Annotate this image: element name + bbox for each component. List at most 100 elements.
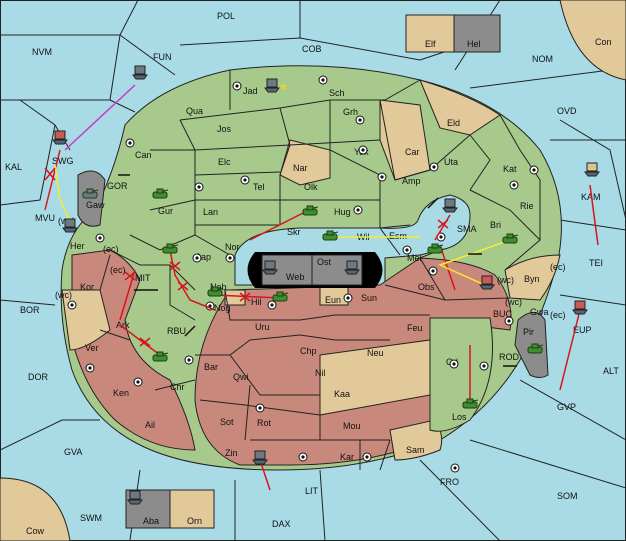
label-Olk: Olk — [304, 182, 318, 192]
supply-center-dot — [358, 118, 362, 122]
label-Eld: Eld — [447, 118, 460, 128]
fleet-piece-Ost[interactable] — [344, 260, 360, 275]
label-Ver: Ver — [85, 343, 99, 353]
army-piece-Hug[interactable] — [302, 205, 319, 216]
label-LIT: LIT — [305, 486, 319, 496]
army-piece-Hil[interactable] — [272, 291, 289, 302]
label-Cow: Cow — [26, 526, 45, 536]
fleet-piece-Jad[interactable] — [264, 78, 280, 93]
fleet-piece-SMA[interactable] — [442, 198, 458, 213]
label-Sun: Sun — [361, 293, 377, 303]
label-coast-ec-Her: (ec) — [103, 244, 119, 254]
fleet-piece-KAM[interactable] — [584, 162, 600, 177]
label-ALT: ALT — [603, 366, 619, 376]
label-TEI: TEI — [589, 258, 603, 268]
label-Ail: Ail — [145, 420, 155, 430]
fleet-piece-Zin[interactable] — [252, 450, 268, 465]
label-Gaw: Gaw — [86, 200, 105, 210]
label-Kat: Kat — [503, 164, 517, 174]
label-Bri: Bri — [490, 220, 501, 230]
label-Kor: Kor — [80, 282, 94, 292]
label-Jos: Jos — [217, 124, 232, 134]
supply-center-dot — [507, 319, 511, 323]
label-DOR: DOR — [28, 372, 49, 382]
supply-center-dot — [365, 455, 369, 459]
label-Zin: Zin — [225, 448, 238, 458]
label-Sch: Sch — [329, 88, 345, 98]
army-piece-Pir[interactable] — [527, 343, 544, 354]
army-piece-Wil[interactable] — [322, 230, 339, 241]
fleet-piece-FUN[interactable] — [132, 65, 148, 80]
army-piece-Los[interactable] — [462, 398, 479, 409]
army-piece-Bri[interactable] — [502, 233, 519, 244]
label-Her: Her — [70, 241, 85, 251]
support-arrow — [54, 164, 73, 226]
label-Bar: Bar — [204, 362, 218, 372]
supply-center-dot — [208, 304, 212, 308]
label-Esm: Esm — [389, 231, 407, 241]
label-POL: POL — [217, 11, 235, 21]
army-piece-Gaw[interactable] — [82, 188, 99, 199]
label-Feu: Feu — [407, 323, 423, 333]
label-Grh: Grh — [343, 107, 358, 117]
support-arrow — [437, 239, 511, 286]
supply-center-dot — [228, 256, 232, 260]
label-Eun: Eun — [325, 295, 341, 305]
label-coast-wc-Gwa: (wc) — [505, 297, 522, 307]
label-Rot: Rot — [257, 418, 272, 428]
label-FUN: FUN — [153, 52, 172, 62]
label-Aba: Aba — [143, 516, 159, 526]
label-EUP: EUP — [573, 325, 592, 335]
label-Ost: Ost — [317, 257, 332, 267]
army-piece-Gur[interactable] — [152, 188, 169, 199]
label-coast-ec-Kor: (ec) — [110, 265, 126, 275]
fleet-piece-SWG[interactable] — [52, 130, 68, 145]
army-piece-Mel[interactable] — [427, 243, 444, 254]
label-Elf: Elf — [425, 39, 436, 49]
supply-center-dot — [128, 141, 132, 145]
fleet-piece-Web[interactable] — [262, 260, 278, 275]
fleet-piece-BUC[interactable] — [479, 275, 495, 290]
supply-center-dot — [270, 303, 274, 307]
label-Jad: Jad — [243, 86, 258, 96]
order-arrows — [44, 84, 599, 491]
label-Obs: Obs — [418, 282, 435, 292]
label-Pir: Pir — [523, 327, 534, 337]
label-BUC: BUC — [493, 309, 513, 319]
army-piece-Chr[interactable] — [152, 351, 169, 362]
label-OVD: OVD — [557, 106, 577, 116]
fleet-piece-EUP[interactable] — [572, 300, 588, 315]
label-COB: COB — [302, 44, 322, 54]
move-arrow — [559, 309, 581, 391]
label-Mel: Mel — [407, 253, 422, 263]
supply-center-dot — [439, 235, 443, 239]
supply-center-dot — [98, 236, 102, 240]
army-piece-Nog[interactable] — [207, 286, 224, 297]
convoy-arrow — [64, 84, 136, 151]
label-ROD: ROD — [499, 352, 520, 362]
supply-center-dot — [452, 362, 456, 366]
label-DAX: DAX — [272, 519, 291, 529]
label-Con: Con — [595, 37, 612, 47]
supply-center-dot — [453, 466, 457, 470]
label-KAL: KAL — [5, 162, 22, 172]
label-Kar: Kar — [340, 452, 354, 462]
label-Amp: Amp — [402, 176, 421, 186]
failed-order-cross — [124, 271, 136, 281]
label-Byn: Byn — [524, 274, 540, 284]
supply-center-dot — [88, 366, 92, 370]
army-piece-Sap[interactable] — [162, 243, 179, 254]
supply-center-dot — [356, 208, 360, 212]
fleet-piece-Aba[interactable] — [127, 490, 143, 505]
label-Hug: Hug — [334, 207, 351, 217]
label-Ark: Ark — [116, 320, 130, 330]
supply-center-dot — [361, 148, 365, 152]
label-Hel: Hel — [467, 39, 481, 49]
supply-center-dot — [195, 256, 199, 260]
label-Qua: Qua — [186, 106, 203, 116]
label-KAM: KAM — [581, 192, 601, 202]
label-Elc: Elc — [218, 157, 231, 167]
move-arrow — [44, 149, 61, 211]
fleet-piece-MVU[interactable] — [62, 218, 78, 233]
label-Los: Los — [452, 412, 467, 422]
